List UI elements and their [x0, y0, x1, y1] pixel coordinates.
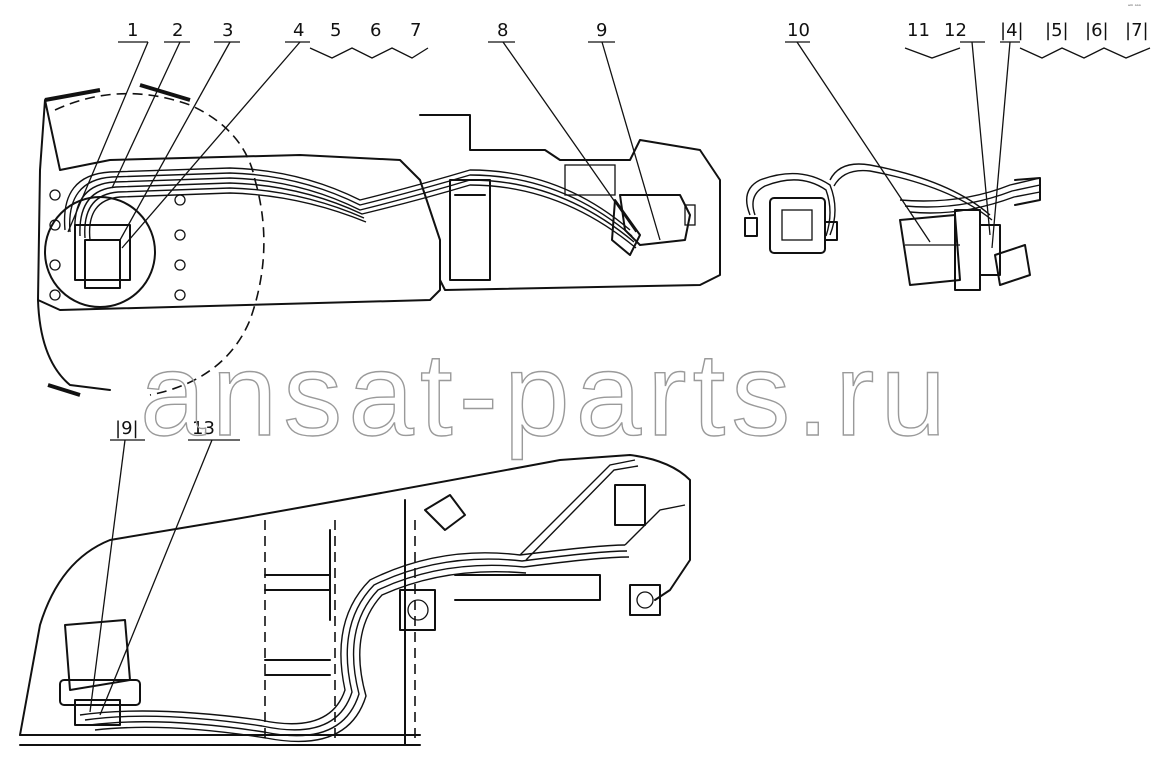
top-left-view: [37, 83, 721, 397]
callout-19: |9|: [115, 418, 139, 439]
callout-13: 13: [192, 418, 215, 439]
top-right-view: [744, 163, 1041, 291]
callout-5: 5: [330, 20, 341, 41]
bolt-holes: [49, 189, 186, 301]
callout-14: |4|: [1000, 20, 1024, 41]
callout-1: 1: [127, 20, 138, 41]
corner-code: ᵘᵐ ᵒᵒᵒ: [1128, 4, 1141, 10]
leader-lines: [67, 41, 1151, 716]
callout-10: 10: [787, 20, 810, 41]
callout-3: 3: [222, 20, 233, 41]
callout-8: 8: [497, 20, 508, 41]
callout-6: 6: [370, 20, 381, 41]
callout-9: 9: [596, 20, 607, 41]
watermark-text: ansat-parts.ru: [140, 329, 952, 461]
callout-17: |7|: [1125, 20, 1149, 41]
callout-2: 2: [172, 20, 183, 41]
callout-numbers: 1 2 3 4 5 6 7 8 9 10 11 12 |4| |5| |6| |…: [115, 20, 1149, 439]
bottom-view: [19, 454, 691, 746]
hose-bundle-bottom: [79, 459, 686, 743]
callout-7: 7: [410, 20, 421, 41]
callout-16: |6|: [1085, 20, 1109, 41]
callout-11: 11: [907, 20, 930, 41]
callout-4: 4: [293, 20, 304, 41]
hose-bundle-top: [63, 167, 637, 249]
callout-12: 12: [944, 20, 967, 41]
callout-15: |5|: [1045, 20, 1069, 41]
